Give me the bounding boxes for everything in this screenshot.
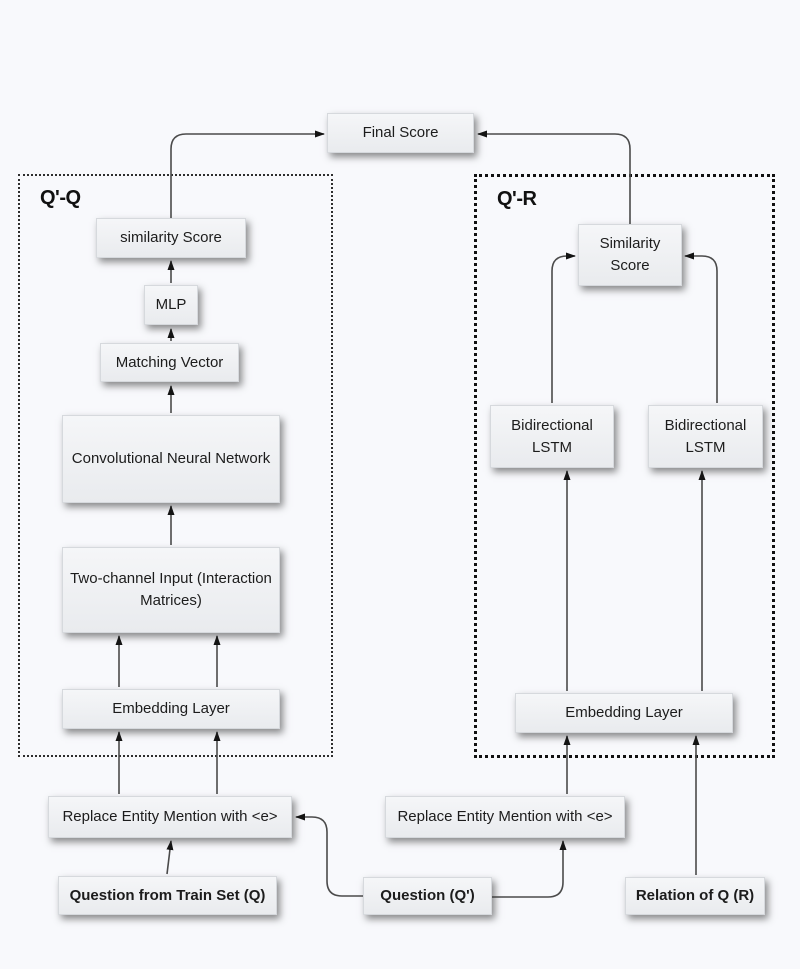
node-replace-entity-right: Replace Entity Mention with <e> (385, 796, 625, 838)
node-similarity-score-qq: similarity Score (96, 218, 246, 258)
node-two-channel-input: Two-channel Input (Interaction Matrices) (62, 547, 280, 633)
node-embedding-layer-qr: Embedding Layer (515, 693, 733, 733)
node-mlp: MLP (144, 285, 198, 325)
node-final-score: Final Score (327, 113, 474, 153)
arrow-trainq-to-replace-left (166, 840, 174, 875)
node-bilstm-left: Bidirectional LSTM (490, 405, 614, 468)
group-label-qr: Q'-R (497, 188, 537, 210)
node-question-train-set: Question from Train Set (Q) (58, 876, 277, 915)
group-label-qq: Q'-Q (40, 187, 81, 209)
arrow-questionprime-to-replaceL (295, 813, 363, 897)
node-similarity-score-qr: Similarity Score (578, 224, 682, 286)
node-bilstm-right: Bidirectional LSTM (648, 405, 763, 468)
node-relation-of-q: Relation of Q (R) (625, 877, 765, 915)
node-replace-entity-left: Replace Entity Mention with <e> (48, 796, 292, 838)
node-question-prime: Question (Q') (363, 877, 492, 915)
node-matching-vector: Matching Vector (100, 343, 239, 382)
arrow-questionprime-to-replaceR (492, 840, 567, 898)
node-cnn: Convolutional Neural Network (62, 415, 280, 503)
node-embedding-layer-qq: Embedding Layer (62, 689, 280, 729)
